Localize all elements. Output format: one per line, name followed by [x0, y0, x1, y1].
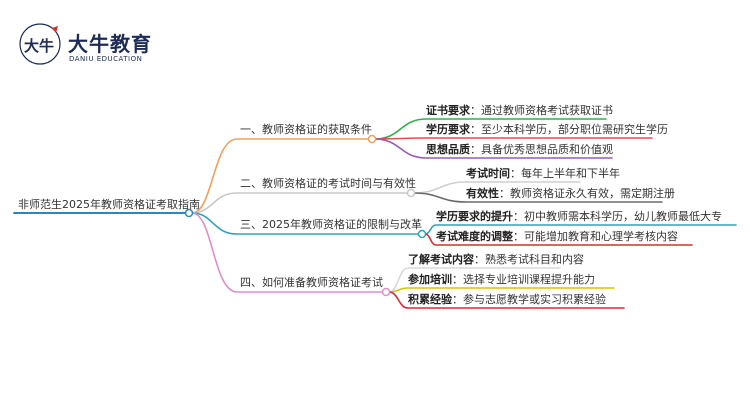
leaf-3-1-value: 初中教师需本科学历，幼儿教师最低大专 [524, 210, 722, 223]
leaf-1-2: 学历要求：至少本科学历，部分职位需研究生学历 [426, 123, 668, 137]
leaf-1-2-value: 至少本科学历，部分职位需研究生学历 [481, 123, 668, 136]
leaf-4-3: 积累经验：参与志愿教学或实习积累经验 [408, 293, 606, 307]
leaf-1-1: 证书要求：通过教师资格考试获取证书 [426, 104, 613, 118]
root-topic-label: 非师范生2025年教师资格证考取指南 [18, 198, 200, 211]
leaf-4-2-value: 选择专业培训课程提升能力 [463, 273, 595, 286]
leaf-4-2-connector [388, 287, 615, 293]
leaf-1-2-connector [374, 137, 653, 140]
leaf-3-2-value: 可能增加教育和心理学考核内容 [524, 230, 678, 243]
leaf-3-1-key: 学历要求的提升 [436, 210, 513, 223]
leaf-1-3-sep: ： [470, 143, 481, 156]
branch-3-connector [191, 212, 419, 235]
leaf-3-2-connector [424, 233, 693, 246]
branch-4-connector [191, 212, 383, 293]
leaf-2-2-key: 有效性 [466, 187, 499, 200]
branch-3-node [417, 229, 427, 239]
branch-2-node [406, 188, 416, 198]
leaf-4-2-key: 参加培训 [408, 273, 452, 286]
leaf-3-2-sep: ： [513, 230, 524, 243]
leaf-4-3-value: 参与志愿教学或实习积累经验 [463, 293, 606, 306]
branch-1-connector [191, 138, 369, 214]
leaf-1-3-connector [374, 138, 613, 159]
leaf-3-2-key: 考试难度的调整 [436, 230, 513, 243]
leaf-2-1-key: 考试时间 [466, 167, 510, 180]
leaf-4-3-key: 积累经验 [408, 293, 452, 306]
branch-4-node [381, 287, 391, 297]
leaf-4-1-sep: ： [474, 253, 485, 266]
root-node [184, 208, 194, 218]
leaf-2-2-connector [413, 192, 663, 203]
leaf-4-3-connector [388, 291, 625, 309]
leaf-2-2: 有效性：教师资格证永久有效，需定期注册 [466, 187, 675, 201]
leaf-2-1: 考试时间：每年上半年和下半年 [466, 167, 620, 181]
logo-mark-icon: 大牛 [19, 23, 61, 65]
leaf-2-2-sep: ： [499, 187, 510, 200]
branch-3-label: 三、2025年教师资格证的限制与改革 [240, 218, 422, 231]
branch-1-node [367, 134, 377, 144]
leaf-1-2-key: 学历要求 [426, 123, 470, 136]
brand-name-en: DANIU EDUCATION [69, 55, 143, 63]
branch-2-connector [191, 192, 408, 214]
leaf-4-1-value: 熟悉考试科目和内容 [485, 253, 584, 266]
leaf-1-3-value: 具备优秀思想品质和价值观 [481, 143, 613, 156]
brand-name-cn: 大牛教育 [68, 32, 152, 56]
leaf-1-3-key: 思想品质 [426, 143, 470, 156]
leaf-4-1: 了解考试内容：熟悉考试科目和内容 [408, 253, 584, 267]
leaf-4-2: 参加培训：选择专业培训课程提升能力 [408, 273, 595, 287]
leaf-2-1-sep: ： [510, 167, 521, 180]
logo-glyph: 大牛 [24, 37, 54, 55]
leaf-1-1-sep: ： [470, 104, 481, 117]
branch-4-label: 四、如何准备教师资格证考试 [240, 276, 383, 289]
branch-2-label: 二、教师资格证的考试时间与有效性 [240, 177, 416, 190]
leaf-4-1-key: 了解考试内容 [408, 253, 474, 266]
leaf-1-1-key: 证书要求 [426, 104, 470, 117]
leaf-1-3: 思想品质：具备优秀思想品质和价值观 [426, 143, 613, 157]
leaf-3-2: 考试难度的调整：可能增加教育和心理学考核内容 [436, 230, 678, 244]
leaf-2-1-value: 每年上半年和下半年 [521, 167, 620, 180]
leaf-3-1: 学历要求的提升：初中教师需本科学历，幼儿教师最低大专 [436, 210, 722, 224]
branch-1-label: 一、教师资格证的获取条件 [240, 123, 372, 136]
leaf-4-2-sep: ： [452, 273, 463, 286]
leaf-1-2-sep: ： [470, 123, 481, 136]
leaf-1-1-value: 通过教师资格考试获取证书 [481, 104, 613, 117]
leaf-3-1-sep: ： [513, 210, 524, 223]
brand-logo: 大牛 大牛教育 DANIU EDUCATION [18, 22, 178, 72]
leaf-2-2-value: 教师资格证永久有效，需定期注册 [510, 187, 675, 200]
leaf-4-3-sep: ： [452, 293, 463, 306]
